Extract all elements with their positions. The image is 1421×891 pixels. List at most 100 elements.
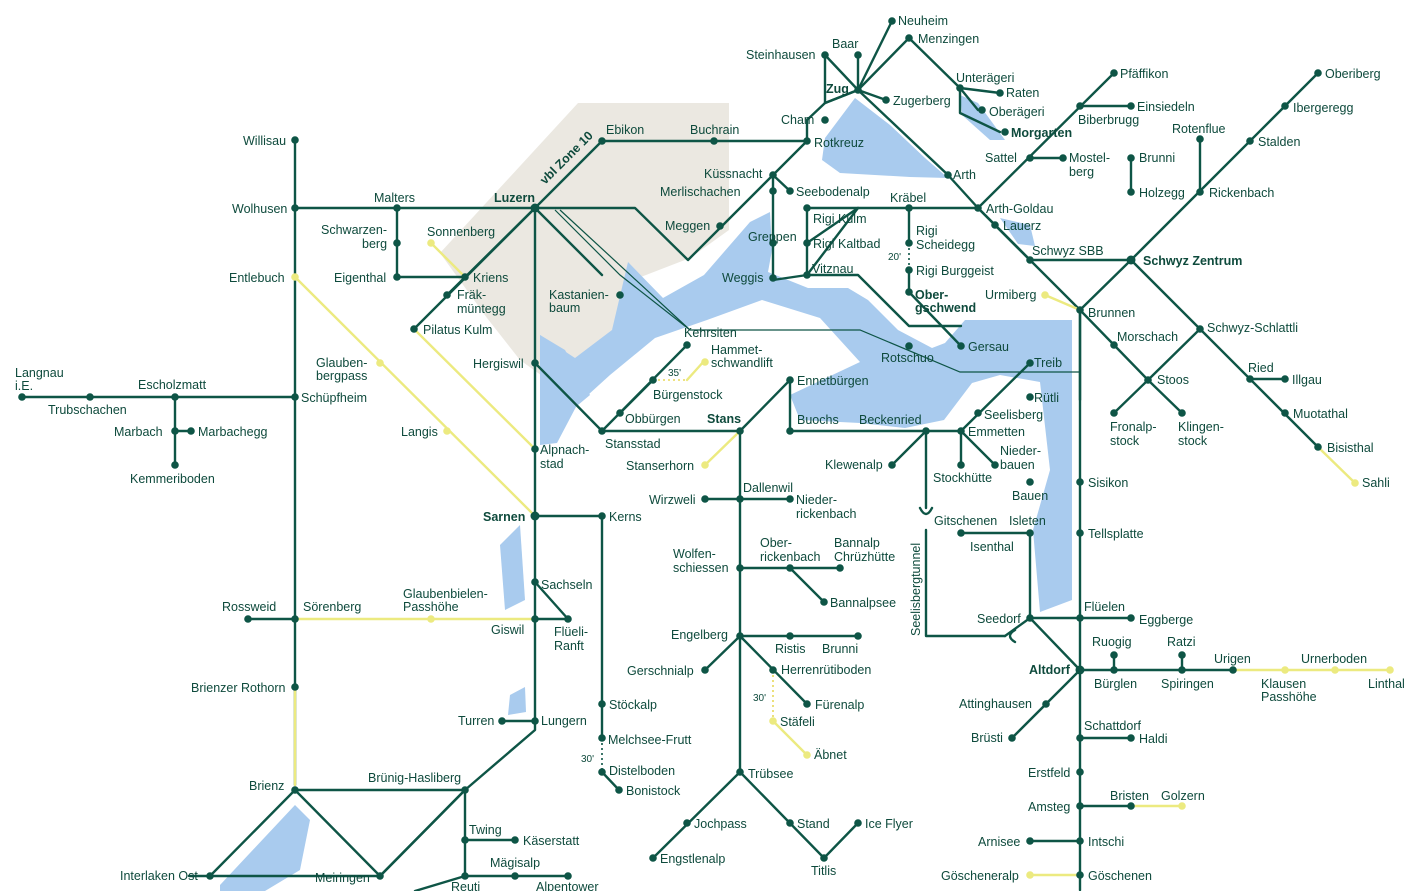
label-neuheim: Neuheim [898,14,948,28]
label-gitschenen: Gitschenen [934,514,997,528]
label-stansstad: Stansstad [605,437,661,451]
label-haldi: Haldi [1139,732,1168,746]
label-melchseefrutt: Melchsee-Frutt [608,733,692,747]
label-brienz: Brienz [249,779,284,793]
label-flueeli-2: Ranft [554,639,584,653]
label-interval-35: 35' [668,368,681,379]
label-ristis: Ristis [775,642,806,656]
label-rigischeidegg-2: Scheidegg [916,238,975,252]
label-treib: Treib [1034,356,1062,370]
label-emmetten: Emmetten [968,425,1025,439]
label-malters: Malters [374,191,415,205]
label-bannalpchr-2: Chrüzhütte [834,550,895,564]
label-iceflyer: Ice Flyer [865,817,913,831]
label-klausen-1: Klausen [1261,677,1306,691]
label-engstlenalp: Engstlenalp [660,852,725,866]
label-menzingen: Menzingen [918,32,979,46]
label-steinhausen: Steinhausen [746,48,816,62]
label-merlischachen: Merlischachen [660,185,741,199]
label-muotathal: Muotathal [1293,407,1348,421]
label-meiringen: Meiringen [315,871,370,885]
label-willisau: Willisau [243,134,286,148]
label-trubschachen: Trubschachen [48,403,127,417]
label-spiringen: Spiringen [1161,677,1214,691]
label-beckenried: Beckenried [859,413,922,427]
lake-sarnen [500,525,525,610]
label-zug: Zug [826,82,849,96]
label-obergschwend-1: Ober- [915,288,948,302]
label-niederrickenbach-2: rickenbach [796,507,856,521]
label-buerglen: Bürglen [1094,677,1137,691]
tunnel-marker-south [1008,628,1017,644]
stations [18,17,1394,880]
label-brunni-ow: Brunni [822,642,858,656]
station-labels: Neuheim Menzingen Baar Steinhausen Zug Z… [15,14,1405,891]
label-herrenruetiboden: Herrenrütiboden [781,663,871,677]
label-schwyzzentrum: Schwyz Zentrum [1143,254,1242,268]
label-biberbrugg: Biberbrugg [1078,113,1139,127]
label-bonistock: Bonistock [626,784,681,798]
label-weggis: Weggis [722,271,763,285]
label-flueelen: Flüelen [1084,600,1125,614]
network-lines [20,19,1392,891]
label-oberrickenbach-1: Ober- [760,536,792,550]
label-intschi: Intschi [1088,835,1124,849]
label-rotkreuz: Rotkreuz [814,136,864,150]
label-schwyzschlattli: Schwyz-Schlattli [1207,321,1298,335]
label-sattel: Sattel [985,151,1017,165]
label-staefeli: Stäfeli [780,715,815,729]
label-schwarzenberg-1: Schwarzen- [321,223,387,237]
label-einsiedeln: Einsiedeln [1137,100,1195,114]
label-twing: Twing [469,823,502,837]
label-bristen: Bristen [1110,789,1149,803]
label-alpentower: Alpentower [536,880,599,891]
label-stoeckalp: Stöckalp [609,698,657,712]
label-rotenflue: Rotenflue [1172,122,1226,136]
lake-lucerne [540,212,1072,612]
label-rigikaltbad: Rigi Kaltbad [813,237,880,251]
label-greppen: Greppen [748,230,797,244]
label-rigiburggeist: Rigi Burggeist [916,264,994,278]
label-vitznau: Vitznau [812,262,854,276]
label-sahli: Sahli [1362,476,1390,490]
label-isleten: Isleten [1009,514,1046,528]
label-amsteg: Amsteg [1028,800,1070,814]
label-klausen-2: Passhöhe [1261,690,1317,704]
label-lauerz: Lauerz [1003,219,1041,233]
label-sonnenberg: Sonnenberg [427,225,495,239]
label-isenthal: Isenthal [970,540,1014,554]
label-schwarzenberg-2: berg [362,237,387,251]
label-fronalpstock-1: Fronalp- [1110,420,1157,434]
label-attinghausen: Attinghausen [959,697,1032,711]
label-stoos: Stoos [1157,373,1189,387]
label-niederbauen-2: bauen [1000,458,1035,472]
label-soerenberg: Sörenberg [303,600,361,614]
label-interval-30-a: 30' [753,693,766,704]
label-klingenstock-1: Klingen- [1178,420,1224,434]
tunnel-marker-north [918,506,934,516]
label-ennetbuergen: Ennetbürgen [797,374,869,388]
label-pilatuskulm: Pilatus Kulm [423,323,492,337]
label-bruenighasliberg: Brünig-Hasliberg [368,771,461,785]
label-fraekmuentegg-2: müntegg [457,302,506,316]
label-rotschuo: Rotschuo [881,351,934,365]
label-klingenstock-2: stock [1178,434,1208,448]
label-schattdorf: Schattdorf [1084,719,1142,733]
label-hergiswil: Hergiswil [473,357,524,371]
label-flueeli-1: Flüeli- [554,625,588,639]
label-interval-20: 20' [888,252,901,263]
label-glaubenbergpass-1: Glauben- [316,356,367,370]
label-ibergeregg: Ibergeregg [1293,101,1354,115]
label-stalden: Stalden [1258,135,1300,149]
label-engelberg: Engelberg [671,628,728,642]
label-kraebel: Kräbel [890,191,926,205]
lake-lauerz [1000,218,1035,246]
seelisbergtunnel-label: Seelisbergtunnel [909,543,923,636]
label-oberiberg: Oberiberg [1325,67,1381,81]
label-glaubenbielen-2: Passhöhe [403,600,459,614]
label-seebodenalp: Seebodenalp [796,185,870,199]
label-kastanienbaum-1: Kastanien- [549,288,609,302]
label-arthgoldau: Arth-Goldau [986,202,1053,216]
label-urigen: Urigen [1214,652,1251,666]
label-reuti: Reuti [451,880,480,891]
